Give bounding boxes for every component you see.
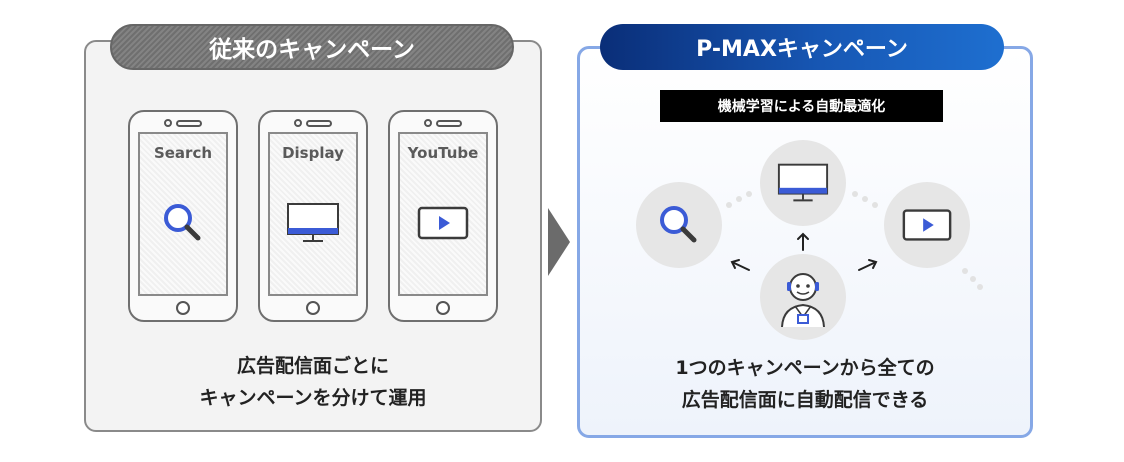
arrow-to-search [730,259,750,271]
phone-label-youtube: YouTube [407,144,479,162]
phone-search: Search [128,110,238,322]
pmax-caption-line2: 広告配信面に自動配信できる [681,389,929,411]
traditional-campaign-badge: 従来のキャンペーン [110,24,514,70]
phone-speaker [294,119,332,127]
phone-speaker [164,119,202,127]
phone-home-button [306,301,320,315]
phone-home-button [176,301,190,315]
phone-speaker [424,119,462,127]
ai-robot-icon [781,273,825,328]
trail-dot [862,196,868,202]
arrow-to-display [797,232,809,251]
display-channel-circle [760,140,846,226]
phone-label-display: Display [282,144,344,162]
trail-dot [872,202,878,208]
trail-dot [736,196,742,202]
phone-home-button [436,301,450,315]
trail-dot [962,268,968,274]
phone-label-search: Search [153,144,213,162]
machine-learning-label: 機械学習による自動最適化 [660,90,943,122]
pmax-campaign-badge: P-MAXキャンペーン [600,24,1004,70]
magnifier-icon [130,200,236,246]
play-icon [902,209,952,241]
pmax-caption-line1: 1つのキャンペーンから全ての [675,357,935,379]
arrow-to-youtube [858,259,878,271]
youtube-channel-circle [884,182,970,268]
traditional-caption: 広告配信面ごとに キャンペーンを分けて運用 [84,350,542,414]
phone-youtube: YouTube [388,110,498,322]
trail-dot [852,191,858,197]
trail-dot [726,202,732,208]
trail-dot [970,276,976,282]
ai-robot-circle [760,254,846,340]
play-icon [390,200,496,246]
traditional-caption-line1: 広告配信面ごとに [236,355,389,377]
transition-arrow [548,208,570,276]
traditional-caption-line2: キャンペーンを分けて運用 [199,387,427,409]
phone-display: Display [258,110,368,322]
pmax-caption: 1つのキャンペーンから全ての 広告配信面に自動配信できる [577,352,1033,416]
monitor-icon [777,163,829,202]
monitor-icon [260,200,366,246]
search-channel-circle [636,182,722,268]
trail-dot [746,191,752,197]
magnifier-icon [660,206,697,243]
trail-dot [977,284,983,290]
